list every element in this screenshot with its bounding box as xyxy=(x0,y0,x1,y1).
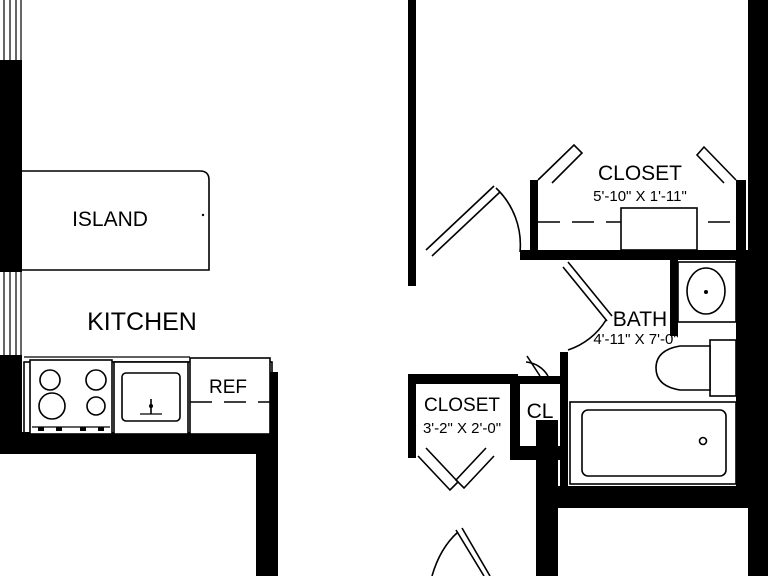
center-partition-wall xyxy=(408,0,416,286)
bathtub xyxy=(569,401,737,485)
kitchen-left-wall xyxy=(0,60,278,576)
lower-closet-dimensions: 3'-2" X 2'-0" xyxy=(423,420,501,437)
island: ISLAND xyxy=(22,170,210,271)
refrigerator-label: REF xyxy=(209,377,247,398)
lower-door xyxy=(431,527,491,576)
window-upper xyxy=(3,0,22,60)
toilet xyxy=(655,339,737,397)
bath-sink xyxy=(677,261,737,323)
linen-closet: CL xyxy=(510,355,562,460)
upper-closet-dimensions: 5'-10" X 1'-11" xyxy=(593,188,687,205)
lower-closet-doors xyxy=(417,447,495,492)
upper-closet-walls xyxy=(520,0,768,576)
lower-closet-label: CLOSET xyxy=(424,395,500,416)
refrigerator: REF xyxy=(189,357,271,435)
island-label: ISLAND xyxy=(72,208,148,231)
kitchen-label: KITCHEN xyxy=(87,308,197,336)
kitchen-sink xyxy=(113,361,189,435)
window-lower xyxy=(3,272,22,355)
upper-closet-label: CLOSET xyxy=(598,162,682,185)
bath-door xyxy=(562,261,613,351)
linen-closet-label: CL xyxy=(527,400,554,423)
bath-dimensions: 4'-11" X 7'-0" xyxy=(593,331,678,348)
stove xyxy=(29,359,113,435)
bath-label: BATH xyxy=(613,308,667,331)
lower-closet-walls xyxy=(408,374,518,458)
bedroom-door xyxy=(425,185,522,257)
upper-closet-doors xyxy=(537,143,737,251)
